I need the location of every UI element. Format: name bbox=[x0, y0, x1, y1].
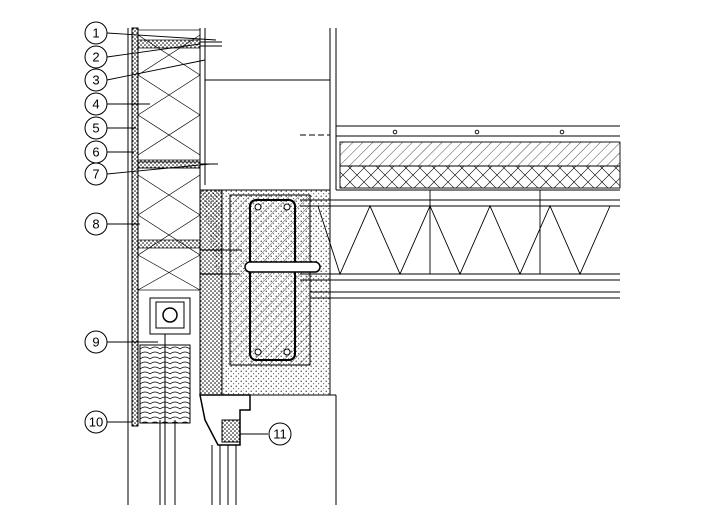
callout-2: 2 bbox=[84, 45, 108, 69]
callout-5: 5 bbox=[84, 116, 108, 140]
callout-number: 4 bbox=[92, 97, 99, 112]
edge-insulation bbox=[199, 189, 223, 396]
window-frame bbox=[199, 394, 251, 505]
roller-shutter bbox=[139, 297, 191, 505]
floor-truss bbox=[300, 190, 620, 299]
exterior-cladding bbox=[127, 27, 139, 505]
callout-number: 3 bbox=[92, 73, 99, 88]
callout-7: 7 bbox=[84, 162, 108, 186]
concrete-beam bbox=[200, 189, 336, 396]
callout-number: 7 bbox=[92, 167, 99, 182]
callout-number: 11 bbox=[273, 427, 287, 442]
floor-buildup bbox=[336, 125, 621, 191]
callout-number: 5 bbox=[92, 121, 99, 136]
callout-10: 10 bbox=[84, 410, 108, 434]
callout-4: 4 bbox=[84, 92, 108, 116]
callout-8: 8 bbox=[84, 212, 108, 236]
upper-wall bbox=[205, 28, 337, 190]
callout-number: 10 bbox=[89, 415, 103, 430]
callout-number: 9 bbox=[92, 335, 99, 350]
callout-9: 9 bbox=[84, 330, 108, 354]
callout-number: 1 bbox=[92, 26, 99, 41]
callout-number: 6 bbox=[92, 145, 99, 160]
callout-6: 6 bbox=[84, 140, 108, 164]
callout-number: 8 bbox=[92, 217, 99, 232]
callout-number: 2 bbox=[92, 50, 99, 65]
callout-1: 1 bbox=[84, 21, 108, 45]
leader-lines bbox=[106, 32, 268, 435]
callout-3: 3 bbox=[84, 68, 108, 92]
callout-11: 11 bbox=[268, 422, 292, 446]
wall-insulation bbox=[137, 29, 201, 291]
